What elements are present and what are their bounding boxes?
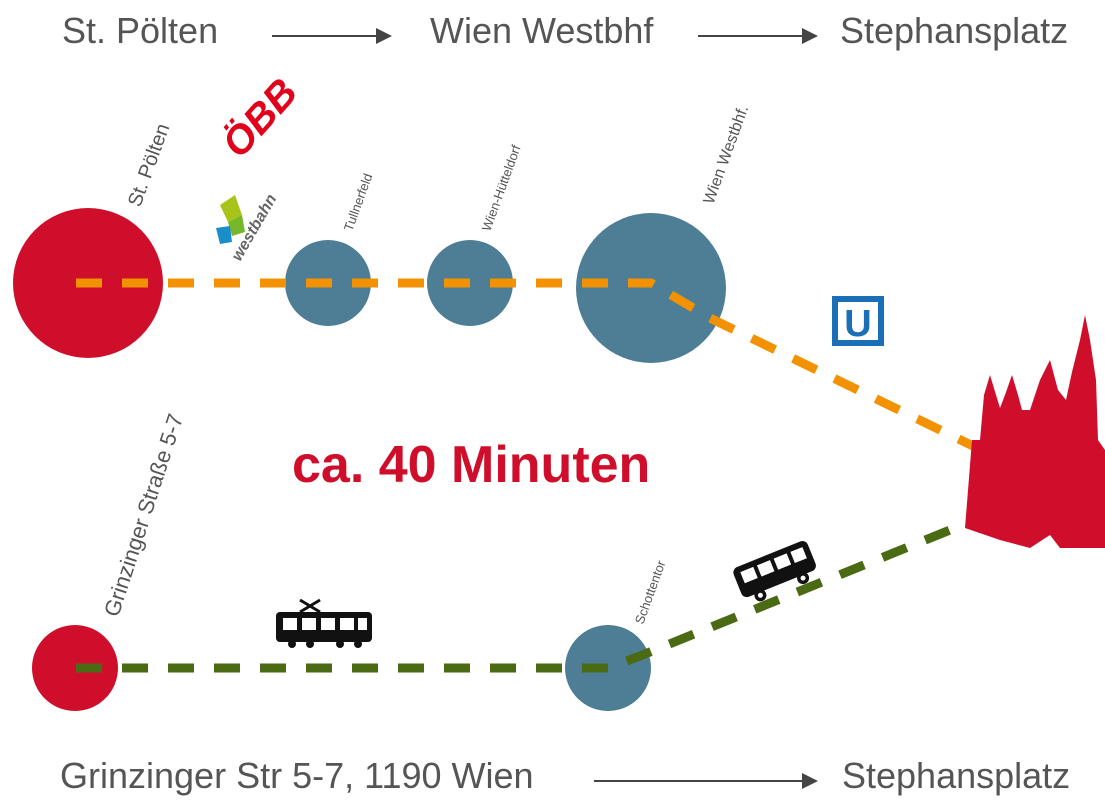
stop-label-wien-huetteldorf: Wien-Hütteldorf — [479, 143, 524, 233]
route-line-top — [76, 278, 977, 452]
route-line-bottom — [76, 525, 952, 673]
route-top-via: Wien Westbhf — [430, 10, 654, 51]
stop-label-schottentor: Schottentor — [632, 558, 669, 626]
stop-label-st-poelten: St. Pölten — [124, 121, 174, 210]
headline-duration: ca. 40 Minuten — [292, 436, 650, 494]
ubahn-logo-letter: U — [844, 303, 871, 345]
route-top-from: St. Pölten — [62, 10, 219, 51]
tram-icon — [276, 598, 372, 648]
westbahn-logo-icon — [216, 195, 245, 244]
arrow-icon — [594, 773, 818, 789]
oebb-logo: ÖBB — [213, 70, 306, 166]
arrow-icon — [698, 28, 818, 44]
stop-label-tullnerfeld: Tullnerfeld — [341, 171, 376, 233]
stop-label-grinzinger: Grinzinger Straße 5-7 — [99, 411, 188, 620]
stop-circle-grinzinger — [32, 625, 118, 711]
cathedral-icon — [965, 315, 1105, 548]
bus-icon — [733, 541, 816, 602]
stop-label-wien-westbhf: Wien Westbhf. — [701, 103, 752, 206]
arrow-icon — [272, 28, 392, 44]
route-bottom-from: Grinzinger Str 5-7, 1190 Wien — [60, 755, 534, 796]
ubahn-logo-inner — [838, 302, 878, 340]
route-bottom-to: Stephansplatz — [842, 755, 1071, 796]
route-top-to: Stephansplatz — [840, 10, 1069, 51]
